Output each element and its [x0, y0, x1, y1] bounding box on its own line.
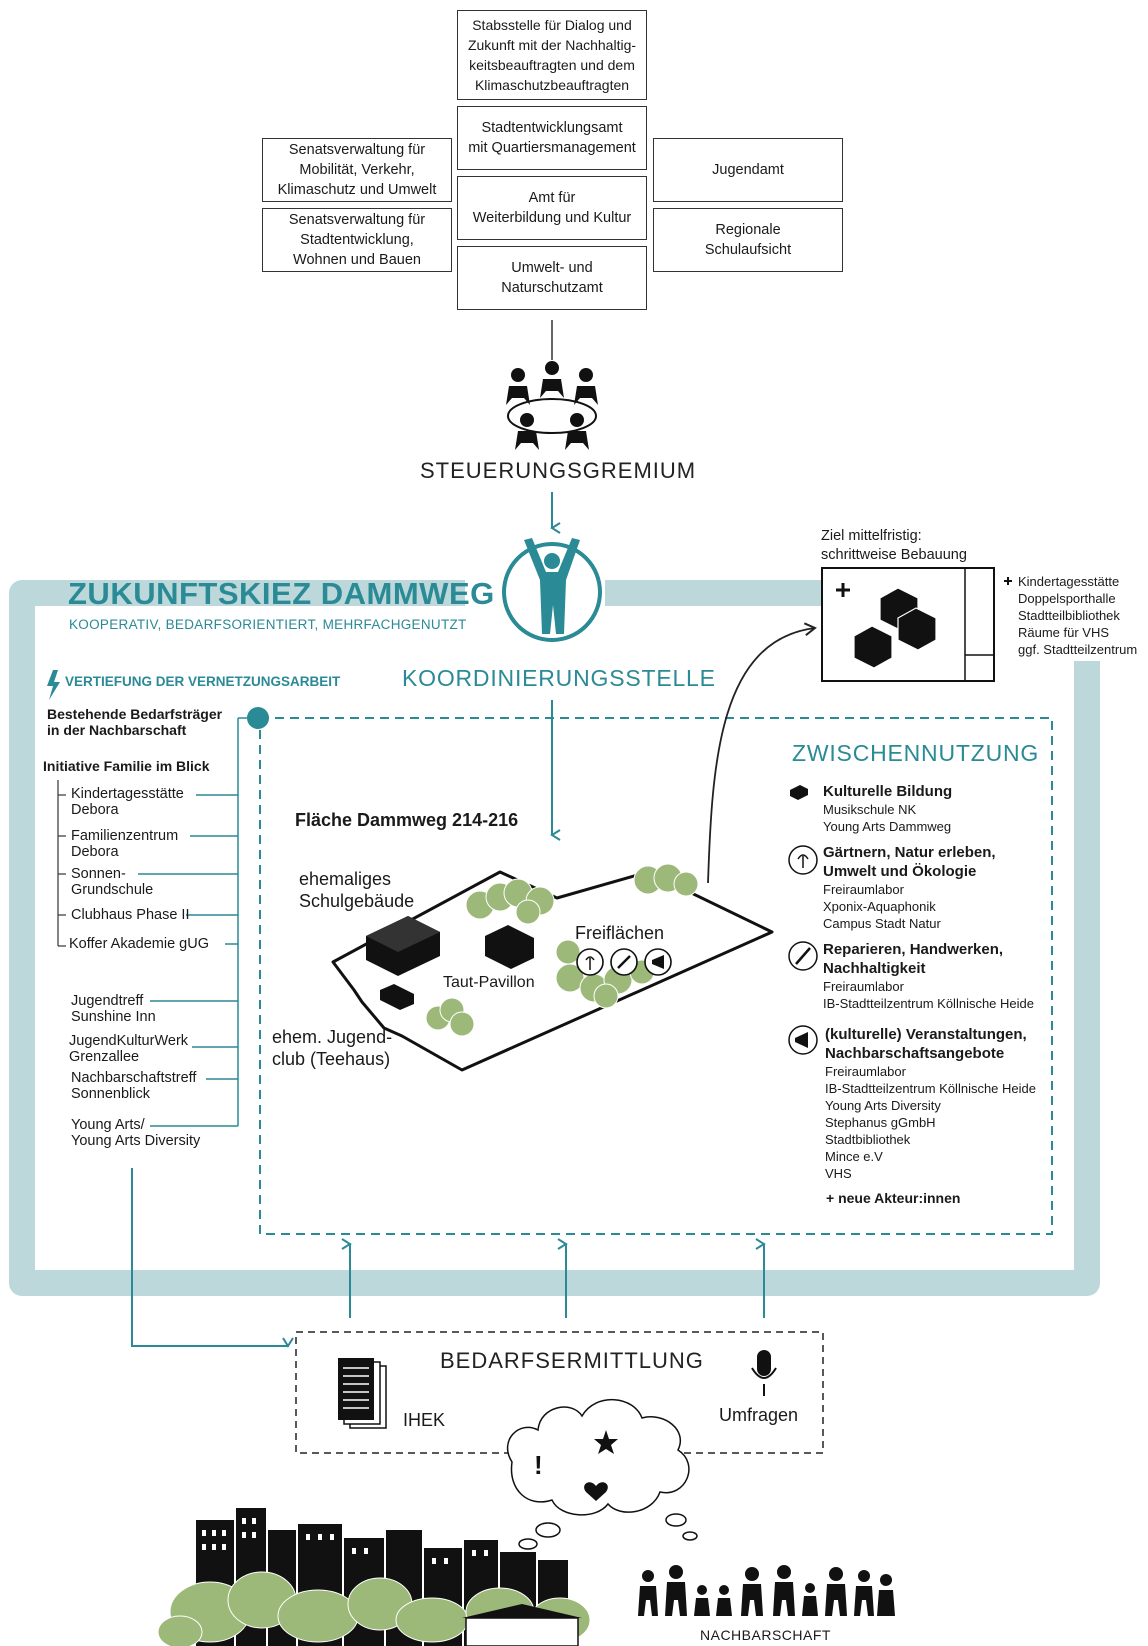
- zw-group-item: Freiraumlabor: [823, 882, 904, 897]
- umweltamt-box: Umwelt- und Naturschutzamt: [457, 246, 647, 310]
- koordinierung-logo-icon: [502, 538, 602, 642]
- site-plan: [331, 863, 774, 1072]
- zw-group-item: IB-Stadtteilzentrum Köllnische Heide: [823, 996, 1034, 1011]
- weiterbildung-box: Amt für Weiterbildung und Kultur: [457, 176, 647, 240]
- network-item: JugendKulturWerk Grenzallee: [69, 1033, 189, 1065]
- committee-icon: [506, 361, 598, 450]
- network-node: [247, 707, 269, 729]
- zw-group-title: Reparieren, Handwerken, Nachhaltigkeit: [823, 941, 1004, 977]
- bedarfsermittlung-heading: BEDARFSERMITTLUNG: [440, 1348, 704, 1373]
- network-item: Kindertagesstätte Debora: [71, 786, 184, 818]
- svg-text:!: !: [534, 1450, 543, 1480]
- zw-group-item: Xponix-Aquaphonik: [823, 899, 936, 914]
- thought-cloud-icon: [506, 1399, 698, 1550]
- zw-icons: [788, 785, 818, 1055]
- zw-group-item: Mince e.V: [825, 1149, 883, 1164]
- network-item: Nachbarschaftstreff Sonnenblick: [71, 1070, 197, 1102]
- zw-group-veranstaltungen: (kulturelle) Veranstaltungen, Nachbarsch…: [825, 1025, 1055, 1182]
- ziel-item: Doppelsporthalle: [1018, 591, 1116, 606]
- network-lines: [138, 717, 247, 1127]
- ziel-item: Räume für VHS: [1018, 625, 1110, 640]
- zw-group-title: Kulturelle Bildung: [823, 783, 953, 800]
- koordinierungsstelle-label: KOORDINIERUNGSSTELLE: [402, 665, 716, 691]
- senat-mobilitaet-box: Senatsverwaltung für Mobilität, Verkehr,…: [262, 138, 452, 202]
- ziel-item: ggf. Stadtteilzentrum: [1018, 642, 1138, 657]
- zw-group-kulturelle-bildung: Kulturelle Bildung Musikschule NK Young …: [823, 782, 1053, 835]
- jugendamt-box: Jugendamt: [653, 138, 843, 202]
- schulaufsicht-box: Regionale Schulaufsicht: [653, 208, 843, 272]
- zw-group-gaertnern: Gärtnern, Natur erleben, Umwelt und Ökol…: [823, 843, 1053, 932]
- ziel-item: Stadtteilbibliothek: [1018, 608, 1120, 623]
- zw-group-item: Stephanus gGmbH: [825, 1115, 936, 1130]
- zw-group-item: Freiraumlabor: [825, 1064, 906, 1079]
- zwischennutzung-dashed-box: [259, 717, 1053, 1235]
- site-jugendclub: ehem. Jugend- club (Teehaus): [272, 1027, 393, 1069]
- ziel-item: Kindertagesstätte: [1018, 574, 1120, 589]
- initiative-label: Initiative Familie im Blick: [43, 758, 210, 774]
- arrow-network-bedarf: [131, 1168, 294, 1348]
- network-item: Koffer Akademie gUG: [69, 936, 209, 952]
- ihek-label: IHEK: [403, 1410, 446, 1430]
- zw-group-item: Campus Stadt Natur: [823, 916, 941, 931]
- zw-group-item: Stadtbibliothek: [825, 1132, 911, 1147]
- zw-group-item: Freiraumlabor: [823, 979, 904, 994]
- network-item: Clubhaus Phase II: [71, 907, 190, 923]
- city-skyline-icon: [157, 1508, 591, 1646]
- neue-akteure: + neue Akteur:innen: [826, 1190, 961, 1206]
- stabsstelle-box: Stabsstelle für Dialog und Zukunft mit d…: [457, 10, 647, 100]
- zukunftskiez-title: ZUKUNFTSKIEZ DAMMWEG: [68, 576, 495, 611]
- zwischennutzung-heading: ZWISCHENNUTZUNG: [792, 740, 1040, 766]
- network-item: Young Arts/ Young Arts Diversity: [71, 1117, 201, 1149]
- vernetzung-heading: VERTIEFUNG DER VERNETZUNGSARBEIT: [65, 674, 341, 689]
- zw-group-item: VHS: [825, 1166, 852, 1181]
- lightning-icon: [47, 670, 60, 700]
- site-title: Fläche Dammweg 214-216: [295, 810, 519, 830]
- zw-group-item: IB-Stadtteilzentrum Köllnische Heide: [825, 1081, 1036, 1096]
- neighborhood-people-icon: [638, 1565, 895, 1616]
- ziel-bebauung-box: [821, 567, 995, 682]
- ziel-plus-icon: [1004, 577, 1012, 585]
- site-freiflaechen: Freiflächen: [575, 923, 665, 943]
- ziel-list: Kindertagesstätte Doppelsporthalle Stadt…: [1018, 573, 1146, 658]
- network-item: Sonnen- Grundschule: [71, 866, 154, 898]
- bedarf-arrows: [341, 1238, 766, 1318]
- network-item: Jugendtreff Sunshine Inn: [71, 993, 156, 1025]
- zw-group-reparieren: Reparieren, Handwerken, Nachhaltigkeit F…: [823, 940, 1053, 1012]
- arrow-to-ziel: [707, 622, 817, 884]
- zw-group-item: Musikschule NK: [823, 802, 917, 817]
- steuerungsgremium-label: STEUERUNGSGREMIUM: [420, 458, 697, 483]
- zukunftskiez-subtitle: KOOPERATIV, BEDARFSORIENTIERT, MEHRFACHG…: [69, 617, 467, 632]
- zw-group-item: Young Arts Diversity: [825, 1098, 941, 1113]
- star-icon: [594, 1430, 618, 1454]
- heart-icon: [584, 1482, 608, 1501]
- site-schulgebaeude: ehemaliges Schulgebäude: [299, 869, 415, 911]
- initiative-bracket: [57, 780, 66, 947]
- ziel-label: Ziel mittelfristig: schrittweise Bebauun…: [821, 528, 967, 563]
- network-item: Familienzentrum Debora: [71, 828, 179, 860]
- zw-group-title: (kulturelle) Veranstaltungen, Nachbarsch…: [825, 1026, 1027, 1062]
- zw-group-item: Young Arts Dammweg: [823, 819, 952, 834]
- bestehende-label: Bestehende Bedarfsträger in der Nachbars…: [47, 706, 223, 738]
- site-pavillon: Taut-Pavillon: [443, 974, 535, 991]
- zw-group-title: Gärtnern, Natur erleben, Umwelt und Ökol…: [823, 844, 996, 880]
- microphone-icon: [751, 1350, 777, 1396]
- senat-stadtentwicklung-box: Senatsverwaltung für Stadtentwicklung, W…: [262, 208, 452, 272]
- nachbarschaft-label: NACHBARSCHAFT: [700, 1627, 831, 1643]
- stadtentwicklungsamt-box: Stadtentwicklungsamt mit Quartiersmanage…: [457, 106, 647, 170]
- ihek-document-icon: [338, 1358, 387, 1429]
- umfragen-label: Umfragen: [719, 1405, 799, 1425]
